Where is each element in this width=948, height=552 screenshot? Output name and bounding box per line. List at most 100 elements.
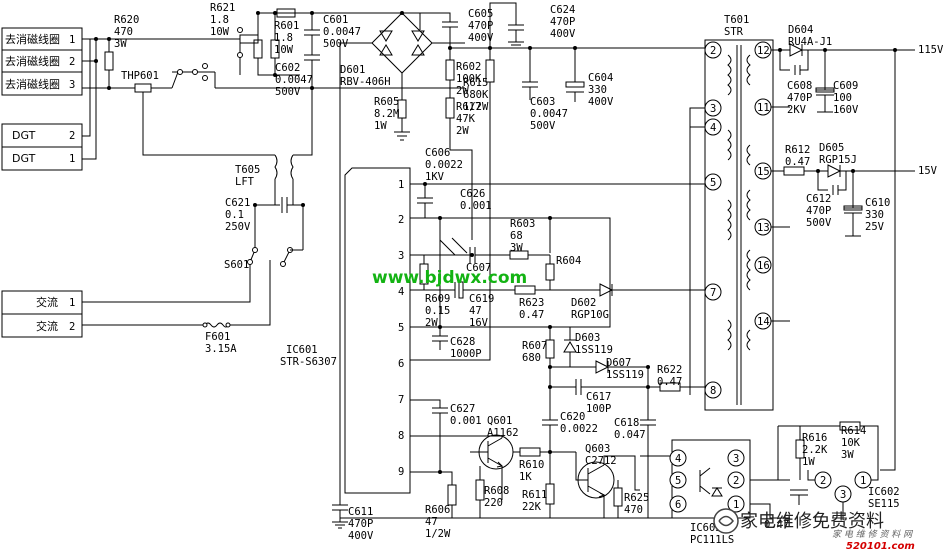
output-115v-label: 115V: [918, 44, 944, 56]
t605-lft: LFT: [235, 176, 255, 188]
resistor-r602: R602 100K 2W R617 47K 2W: [445, 48, 482, 240]
c612-rating: 500V: [806, 217, 832, 229]
r610-value: 1K: [519, 471, 532, 483]
c610-rating: 25V: [865, 221, 885, 233]
resistor-r623: R623 0.47: [514, 285, 600, 321]
r603-rating: 3W: [510, 242, 523, 254]
r605-rating: 1W: [374, 120, 387, 132]
t601-pin-15: 15: [757, 166, 770, 178]
r617-ref: R617: [456, 101, 481, 113]
resistor-r620: R620 470 3W: [104, 14, 139, 90]
capacitor-c603: C603 0.0047 500V: [522, 46, 568, 132]
ic601-pin-7: 7: [398, 394, 404, 406]
ic603-pin-2: 2: [733, 475, 739, 487]
degauss-pin-2: 2: [69, 56, 75, 68]
c602-rating: 500V: [275, 86, 301, 98]
r602-ref: R602: [456, 61, 481, 73]
c628-value: 1000P: [450, 348, 482, 360]
f601-ref: F601: [205, 331, 230, 343]
c624-rating: 400V: [550, 28, 576, 40]
r612-value: 0.47: [785, 156, 810, 168]
resistor-r621: R621 1.8 10W: [210, 2, 259, 44]
t601-pin-11: 11: [757, 102, 770, 114]
c605-ref: C605: [468, 8, 493, 20]
r609-value: 0.15: [425, 305, 450, 317]
c604-rating: 400V: [588, 96, 614, 108]
c619-ref: C619: [469, 293, 494, 305]
f601-value: 3.15A: [205, 343, 237, 355]
r606-ref: R606: [425, 504, 450, 516]
r602-value: 100K: [456, 73, 482, 85]
s601-ref: S601: [224, 259, 249, 271]
c609-value: 100: [833, 92, 852, 104]
capacitor-c601: C601 0.0047 500V: [304, 11, 361, 55]
r607-value: 680: [522, 352, 541, 364]
d607-part: 1SS119: [606, 369, 644, 381]
t601-coils: [727, 54, 751, 351]
c618-value: 0.047: [614, 429, 646, 441]
t601-pin-7: 7: [710, 287, 716, 299]
c621-value: 0.1: [225, 209, 244, 221]
d607-ref: D607: [606, 357, 631, 369]
dgt-label-1: DGT: [12, 152, 36, 165]
degauss-label-3: 去消磁线圈: [5, 77, 60, 91]
capacitor-c618: C618 0.047: [614, 417, 656, 518]
c602-ref: C602: [275, 62, 300, 74]
capacitor-c626: C626 0.001: [439, 188, 492, 256]
c627-ref: C627: [450, 403, 475, 415]
dgt-label-2: DGT: [12, 129, 36, 142]
watermark-site-text: www.bjdwx.com: [372, 268, 527, 288]
ic601-pin-5: 5: [398, 322, 404, 334]
c605-value: 470P: [468, 20, 493, 32]
c624-value: 470P: [550, 16, 575, 28]
r625-ref: R625: [624, 492, 649, 504]
ic602-pin-2: 2: [820, 475, 826, 487]
capacitor-c617: C617 100P: [548, 379, 650, 415]
degauss-label-2: 去消磁线圈: [5, 54, 60, 68]
ic602-ref: IC602: [868, 486, 900, 498]
c617-value: 100P: [586, 403, 611, 415]
r616-rating: 1W: [802, 456, 815, 468]
r609-rating: 2W: [425, 317, 438, 329]
ic602-part: SE115: [868, 498, 900, 510]
c608-rating: 2KV: [787, 104, 807, 116]
c601-value: 0.0047: [323, 26, 361, 38]
connector-dgt: DGT 2 DGT 1: [1, 123, 83, 171]
capacitor-c606: C606 0.0022 1KV: [410, 147, 705, 219]
resistor-r603: R603 68 3W C607: [410, 218, 550, 274]
c610-ref: C610: [865, 197, 890, 209]
watermark-brand-url: 520101.com: [846, 541, 915, 552]
resistor-r607: R607 680: [522, 327, 555, 420]
t605-ref: T605: [235, 164, 260, 176]
transistor-q603: Q603 C2712: [575, 443, 640, 518]
capacitor-c604: C604 330 400V: [565, 46, 614, 108]
c606-value: 0.0022: [425, 159, 463, 171]
r614-value: 10K: [841, 437, 861, 449]
r611-ref: R611: [522, 489, 547, 501]
capacitor-c620: C620 0.0022: [542, 411, 598, 454]
transistor-q601: Q601 A1162 R610 1K: [470, 415, 576, 500]
ic601-pin-2: 2: [398, 214, 404, 226]
d601-ref: D601: [340, 64, 365, 76]
capacitor-c605: C605 470P 400V: [420, 8, 494, 50]
degauss-pin-1: 1: [69, 34, 75, 46]
dgt-pin-2: 2: [69, 130, 75, 142]
r610-ref: R610: [519, 459, 544, 471]
t601-pin-14: 14: [757, 316, 770, 328]
c610-value: 330: [865, 209, 884, 221]
r605-ref: R605: [374, 96, 399, 108]
q601-part: A1162: [487, 427, 519, 439]
t601-pin-3: 3: [710, 103, 716, 115]
capacitor-c619: C619 47 16V: [410, 281, 515, 329]
diode-d603: D603 1SS119: [550, 326, 613, 367]
d605-ref: D605: [819, 142, 844, 154]
q603-part: C2712: [585, 455, 617, 467]
t601-pin-13: 13: [757, 222, 770, 234]
watermark-brand-sub: 家 电 维 修 资 料 网: [832, 529, 913, 540]
c628-ref: C628: [450, 336, 475, 348]
pin2-wiring: [410, 216, 611, 330]
c601-ref: C601: [323, 14, 348, 26]
connector-degauss: 去消磁线圈 1 去消磁线圈 2 去消磁线圈 3: [1, 27, 83, 96]
resistor-r609: R609 0.15 2W: [410, 255, 450, 329]
